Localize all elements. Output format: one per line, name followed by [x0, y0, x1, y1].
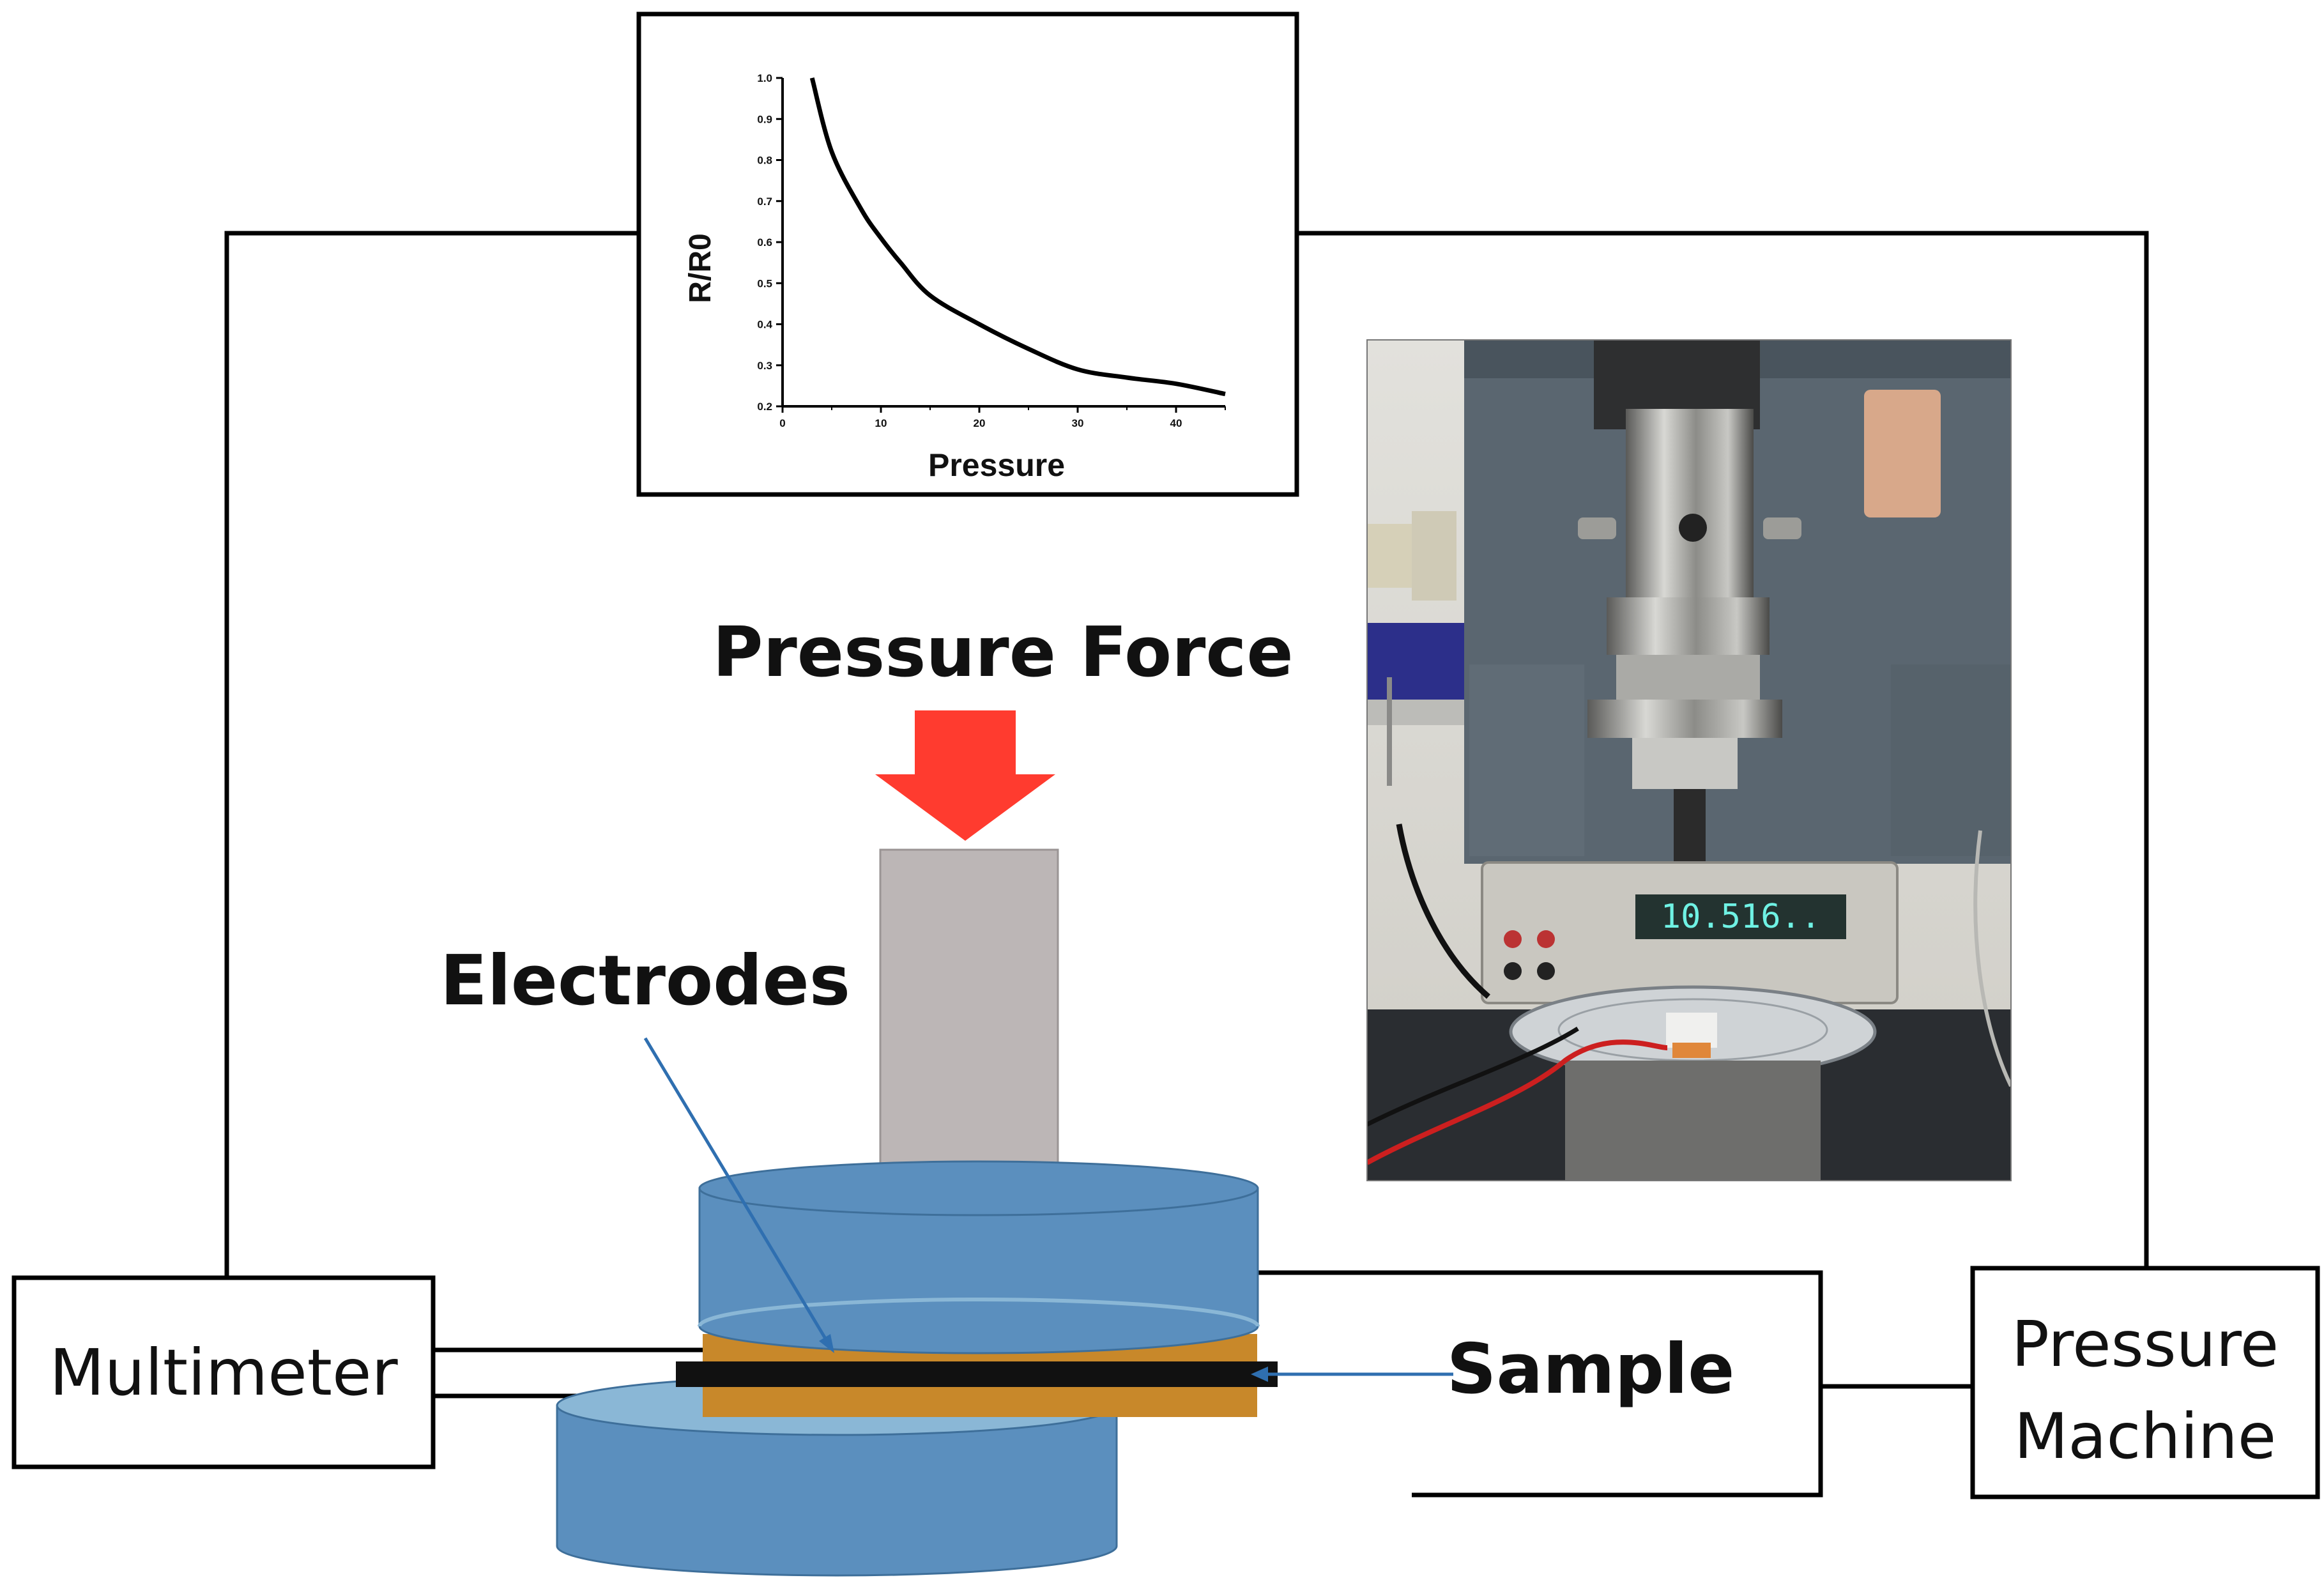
chart-frame: [636, 11, 1299, 497]
chart-x-tick-label: 30: [1072, 417, 1084, 429]
sample-pointer-head: [1251, 1367, 1268, 1382]
chart-y-tick-label: 0.6: [757, 236, 772, 249]
electrodes-label: Electrodes: [440, 941, 850, 1021]
multimeter-box: [11, 1275, 436, 1469]
chart-y-tick-label: 0.4: [757, 319, 772, 331]
pressure-machine-label-line2: Machine: [2014, 1400, 2276, 1473]
pressure-machine-label-line1: Pressure: [2012, 1308, 2279, 1381]
lower-electrode: [703, 1386, 1257, 1417]
wire-chart-to-pressure-machine: [1297, 231, 2149, 1268]
pressure-force-label: Pressure Force: [712, 613, 1293, 693]
multimeter-label: Multimeter: [49, 1335, 398, 1410]
chart-series-line: [809, 77, 1226, 397]
chart-y-tick-label: 1.0: [757, 72, 772, 84]
electrodes-pointer: [643, 1037, 831, 1346]
chart-x-tick-label: 40: [1170, 417, 1182, 429]
pressure-machine-box: [1970, 1266, 2320, 1499]
chart-x-tick-label: 10: [875, 417, 887, 429]
chart-x-tick-label: 20: [974, 417, 986, 429]
chart-y-tick-label: 0.8: [757, 155, 772, 167]
wire-chart-to-multimeter: [224, 231, 639, 1278]
electrodes-pointer-head: [819, 1334, 834, 1353]
upper-platen: [698, 1160, 1260, 1354]
sample-layer: [676, 1361, 1278, 1387]
pressure-arrow: [875, 710, 1055, 841]
wire-machine-to-platen: [1257, 1270, 1823, 1498]
chart-x-tick-label: 0: [779, 417, 785, 429]
photo-display-reading: 10.516..: [1661, 898, 1821, 936]
sample-label: Sample: [1447, 1330, 1735, 1409]
chart-plot-area: 0 10 20 30 40 0.2 0.3 0.4 0.5 0.6 0.7 0.8 0.9 1.0: [757, 72, 1226, 429]
chart-y-tick-label: 0.2: [757, 401, 772, 413]
chart-y-tick-label: 0.7: [757, 195, 772, 208]
chart-y-tick-label: 0.9: [757, 113, 772, 125]
chart-y-tick-label: 0.5: [757, 277, 772, 289]
connection-wires: [224, 231, 2149, 1498]
resistance-chart: 0 10 20 30 40 0.2 0.3 0.4 0.5 0.6 0.7 0.8 0.9 1.0 Pre…: [636, 11, 1299, 497]
chart-x-axis-title: Pressure: [928, 447, 1065, 483]
plunger: [879, 848, 1059, 1177]
chart-y-tick-label: 0.3: [757, 360, 772, 372]
test-setup-photo: 10.516..: [1366, 339, 2012, 1181]
chart-y-axis-title: R/R0: [684, 233, 717, 303]
